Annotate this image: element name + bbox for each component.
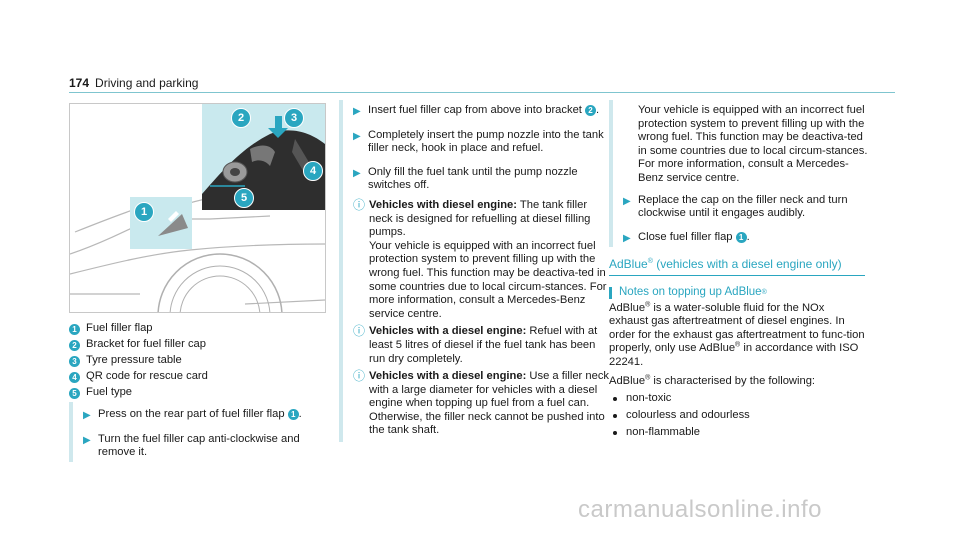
info-icon: ⓘ (353, 324, 366, 339)
step-item: ▶ Turn the fuel filler cap anti-clockwis… (83, 432, 300, 459)
info-note: ⓘ Vehicles with a diesel engine: Use a f… (353, 369, 610, 437)
notes-subsection-title: Notes on topping up AdBlue® (609, 286, 865, 300)
step-item: ▶ Only fill the fuel tank until the pump… (353, 165, 578, 192)
subsection-marker (609, 286, 612, 299)
list-item: non-toxic (609, 390, 865, 407)
header-rule (69, 92, 895, 93)
page-number: 174 (69, 76, 90, 90)
step-arrow-icon: ▶ (353, 130, 361, 142)
step-item: ▶ Insert fuel filler cap from above into… (353, 104, 600, 117)
step-item: ▶ Completely insert the pump nozzle into… (353, 128, 604, 155)
step-arrow-icon: ▶ (353, 106, 361, 117)
fuel-filler-illustration: 1 2 3 4 5 (69, 103, 326, 313)
info-note: ⓘ Vehicles with diesel engine: The tank … (353, 197, 607, 320)
page-header: 174 Driving and parking (69, 76, 199, 92)
list-item: non-flammable (609, 424, 865, 441)
adblue-paragraph: AdBlue® is a water-soluble fluid for the… (609, 300, 865, 368)
callout-2-badge: 2 (231, 108, 251, 128)
info-note: ⓘ Vehicles with a diesel engine: Refuel … (353, 324, 598, 365)
step-arrow-icon: ▶ (83, 410, 91, 421)
fuel-protection-note: Your vehicle is equipped with an incorre… (638, 104, 868, 184)
step-item: ▶ Replace the cap on the filler neck and… (623, 193, 848, 220)
list-item: colourless and odourless (609, 407, 865, 424)
step-arrow-icon: ▶ (83, 434, 91, 446)
adblue-section-title: AdBlue® (vehicles with a diesel engine o… (609, 257, 842, 271)
right-steps: Your vehicle is equipped with an incorre… (609, 100, 871, 248)
info-icon: ⓘ (353, 197, 366, 212)
step-arrow-icon: ▶ (623, 232, 631, 244)
left-steps: ▶ Press on the rear part of fuel filler … (69, 402, 328, 462)
info-icon: ⓘ (353, 369, 366, 384)
callout-1-badge: 1 (134, 202, 154, 222)
middle-column: ▶ Insert fuel filler cap from above into… (339, 100, 611, 443)
adblue-section: AdBlue® (vehicles with a diesel engine o… (609, 257, 865, 276)
section-rule (609, 274, 865, 276)
site-watermark: carmanualsonline.info (578, 496, 822, 523)
car-illustration (70, 104, 325, 312)
step-arrow-icon: ▶ (623, 195, 631, 207)
callout-4-badge: 4 (303, 161, 323, 181)
adblue-properties-intro: AdBlue® is characterised by the followin… (609, 373, 816, 387)
section-title: Driving and parking (95, 76, 199, 90)
adblue-notes: Notes on topping up AdBlue® AdBlue® is a… (609, 286, 865, 441)
step-item: ▶ Close fuel filler flap 1. (623, 230, 750, 244)
callout-3-badge: 3 (284, 108, 304, 128)
step-arrow-icon: ▶ (353, 167, 361, 179)
step-item: ▶ Press on the rear part of fuel filler … (83, 408, 302, 421)
callout-5-badge: 5 (234, 188, 254, 208)
adblue-properties-list: non-toxic colourless and odourless non-f… (609, 390, 865, 441)
